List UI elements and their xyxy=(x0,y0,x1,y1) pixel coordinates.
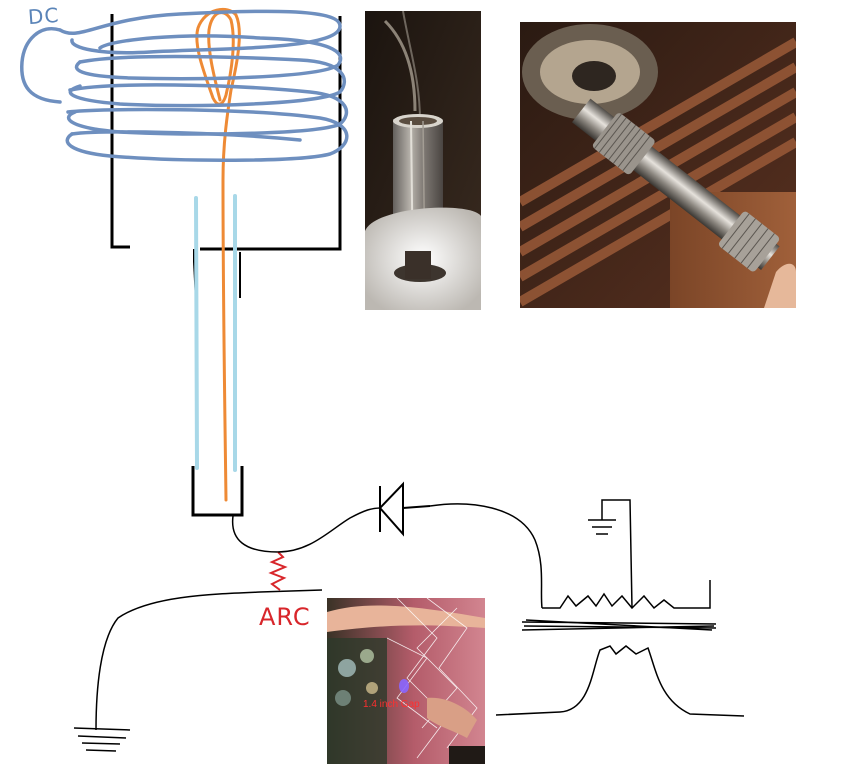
photo-caption: 1.4 inch Gap xyxy=(363,699,420,710)
photo-filament-tube xyxy=(365,11,481,310)
wire-diode-to-transformer xyxy=(429,503,543,609)
coil-label: DC xyxy=(27,2,61,30)
coil xyxy=(20,9,349,163)
photo-steel-rod xyxy=(520,22,796,308)
filament xyxy=(195,7,241,502)
arc-label: ARC xyxy=(259,603,311,631)
wire-cup-to-resistor xyxy=(231,515,279,553)
transformer-secondary xyxy=(542,580,711,610)
photo-spark-gap: 1.4 inch Gap xyxy=(327,598,485,764)
wire-resistor-to-diode xyxy=(277,507,381,553)
transformer-core xyxy=(521,619,717,631)
wire-arc-to-ground xyxy=(95,589,323,731)
ground-symbol xyxy=(73,727,131,752)
transformer-ground xyxy=(588,499,633,609)
arc-resistor xyxy=(268,551,288,591)
diode xyxy=(378,481,431,537)
transformer-primary xyxy=(495,645,745,717)
electrode-cup xyxy=(191,466,244,517)
glass-tube xyxy=(194,194,237,472)
